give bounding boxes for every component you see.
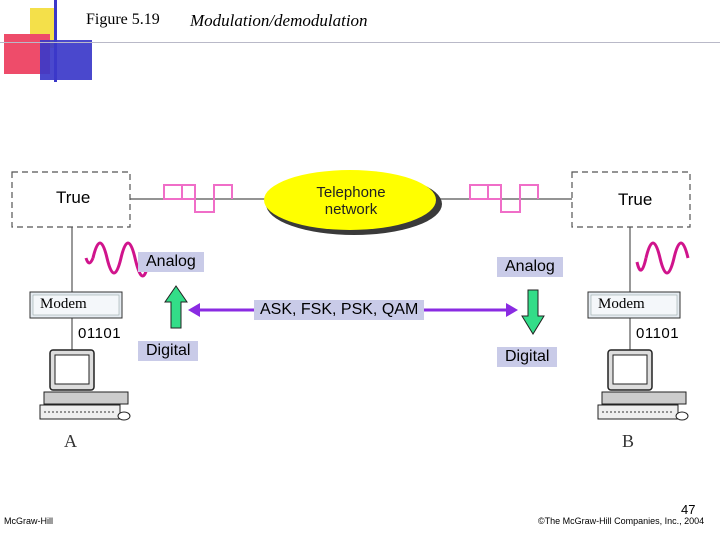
corner-decoration: [0, 0, 720, 82]
right-bits-label: 01101: [636, 325, 680, 342]
right-digital-label: Digital: [497, 347, 558, 367]
left-digital-label: Digital: [138, 341, 199, 361]
telephone-network-cloud: [264, 170, 442, 235]
left-true-label: True: [56, 188, 91, 207]
telephone-label-line1: Telephone: [316, 184, 386, 201]
right-analog-signal-tail: [635, 257, 648, 272]
publisher-label: McGraw-Hill: [4, 516, 53, 526]
left-analog-label: Analog: [138, 252, 204, 272]
telephone-network-label: Telephone network: [286, 184, 416, 218]
modulation-types-label: ASK, FSK, PSK, QAM: [254, 300, 425, 320]
computer-icon: [39, 349, 131, 421]
computer-icon: [597, 349, 689, 421]
arrow-down-icon: [521, 289, 545, 335]
figure-title: Modulation/demodulation: [190, 11, 368, 30]
figure-number: Figure 5.19: [86, 11, 160, 28]
left-digital-signal: [163, 184, 233, 213]
left-bits-label: 01101: [78, 325, 122, 342]
page-number: 47: [681, 502, 696, 517]
left-modem-label: Modem: [40, 296, 87, 312]
right-analog-label: Analog: [497, 257, 563, 277]
right-endpoint-box: [571, 171, 691, 228]
telephone-label-line2: network: [324, 201, 378, 218]
right-analog-signal: [644, 241, 690, 275]
left-analog-signal-tail: [84, 257, 95, 265]
copyright-label: ©The McGraw-Hill Companies, Inc., 2004: [538, 516, 705, 526]
right-modem-label: Modem: [598, 296, 645, 312]
right-digital-signal: [469, 184, 539, 213]
station-b-label: B: [622, 431, 635, 451]
right-true-label: True: [618, 190, 653, 209]
modem-icon: [29, 291, 123, 319]
station-a-label: A: [64, 431, 77, 451]
modem-icon: [587, 291, 681, 319]
arrow-up-icon: [164, 285, 188, 329]
